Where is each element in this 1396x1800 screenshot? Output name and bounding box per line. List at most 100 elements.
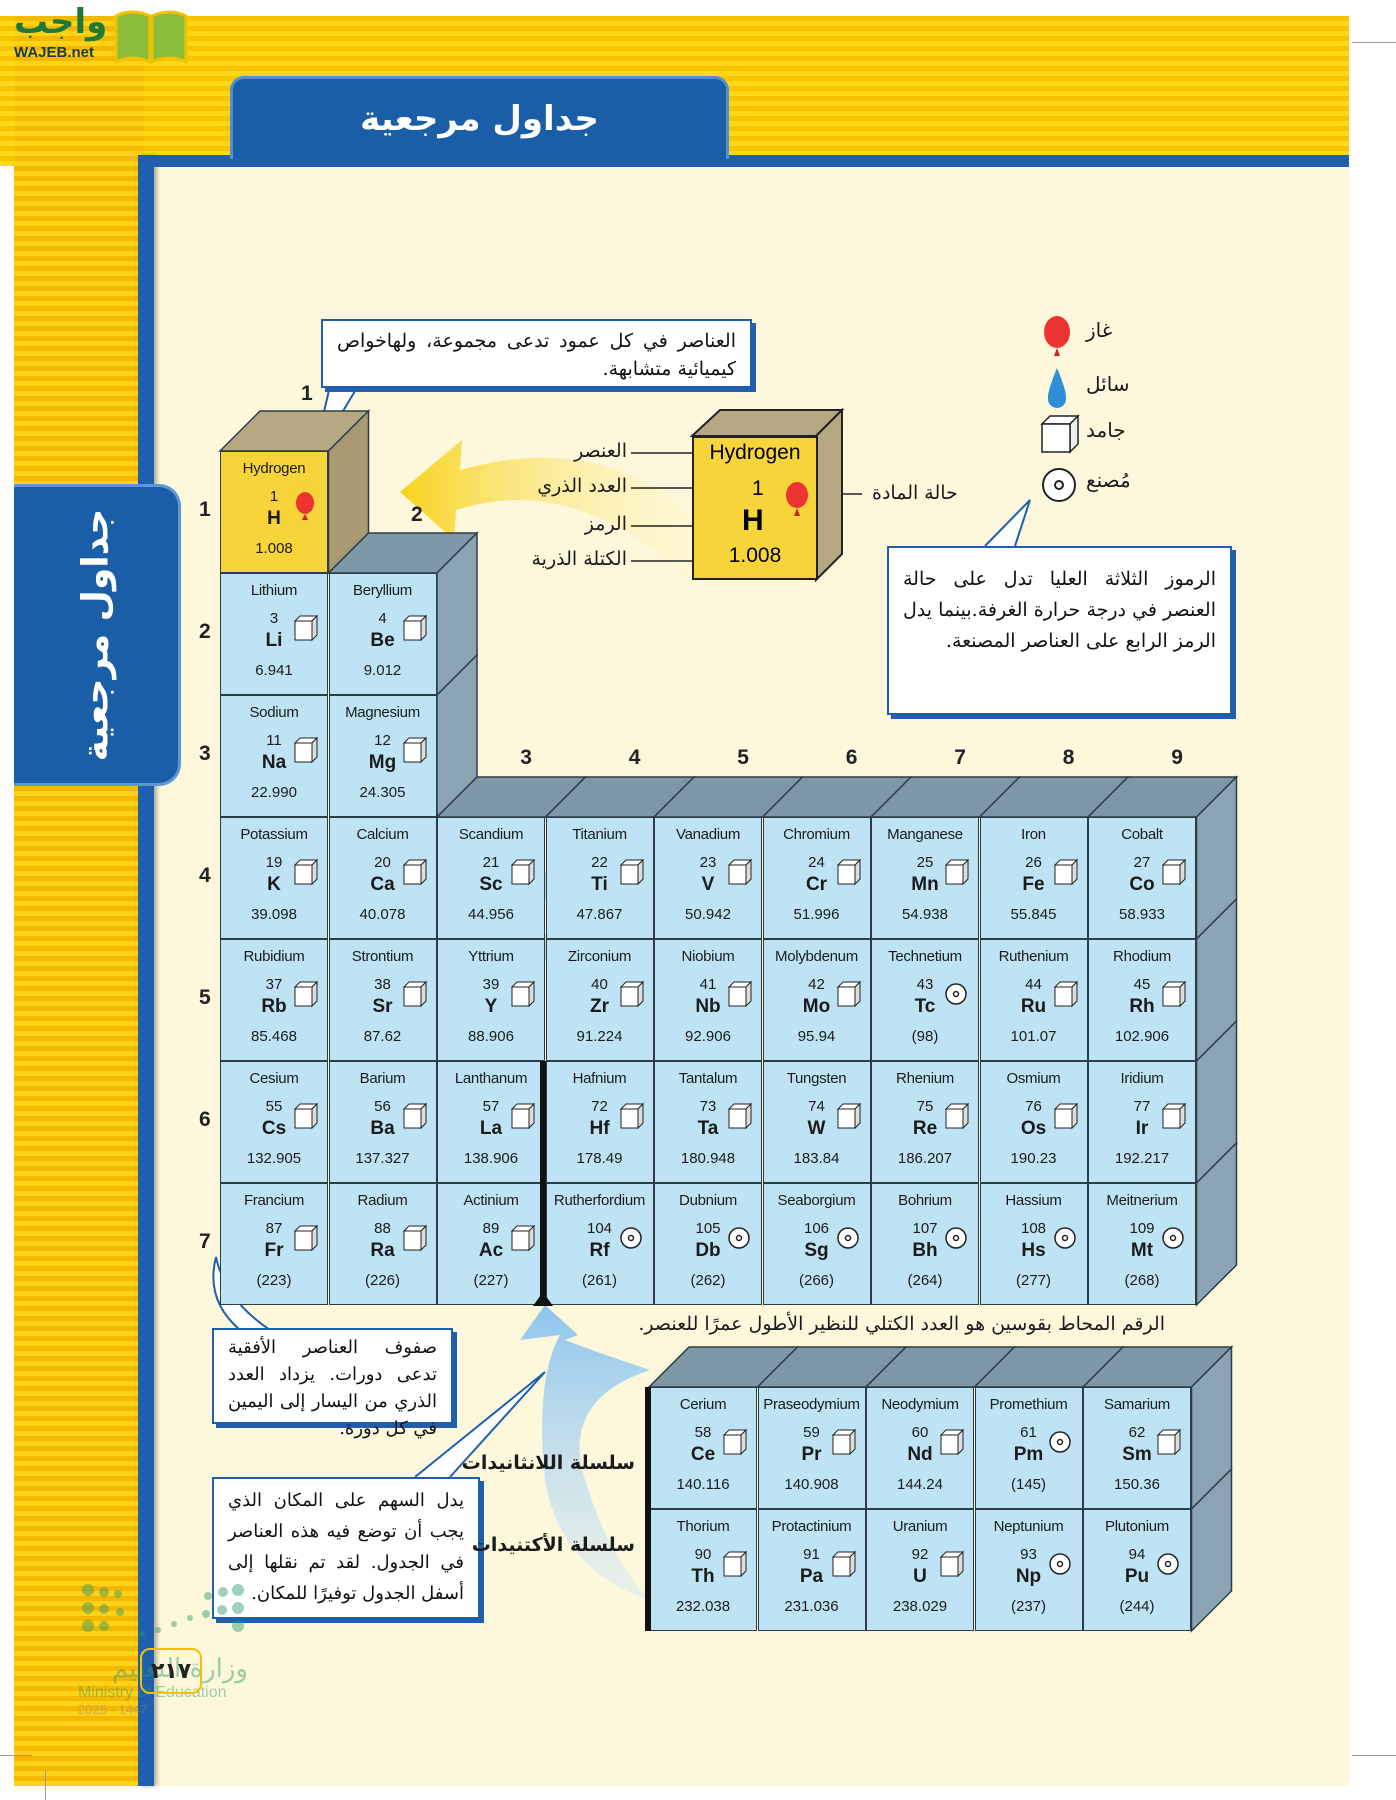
element-symbol: Fr bbox=[264, 1240, 284, 1261]
period-number: 6 bbox=[199, 1108, 211, 1131]
element-cell-k[interactable]: Potassium 19 K 39.098 bbox=[220, 817, 328, 939]
synthetic-circle-icon bbox=[728, 1227, 750, 1249]
element-cell-w[interactable]: Tungsten 74 W 183.84 bbox=[762, 1061, 871, 1183]
state-icon bbox=[939, 1428, 965, 1456]
state-icon bbox=[510, 858, 536, 886]
element-name: Magnesium bbox=[345, 704, 420, 721]
element-symbol: Cr bbox=[805, 874, 828, 895]
solid-cube-icon bbox=[619, 980, 644, 1008]
element-cell-bh[interactable]: Bohrium 107 Bh (264) bbox=[871, 1183, 979, 1305]
group-number: 1 bbox=[301, 382, 313, 405]
legend-label-solid: جامد bbox=[1086, 418, 1126, 442]
element-cell-mo[interactable]: Molybdenum 42 Mo 95.94 bbox=[762, 939, 871, 1061]
element-cell-u[interactable]: Uranium 92 U 238.029 bbox=[866, 1509, 974, 1631]
element-cell-sc[interactable]: Scandium 21 Sc 44.956 bbox=[437, 817, 545, 939]
atomic-number: 105 bbox=[695, 1220, 721, 1237]
atomic-mass: 132.905 bbox=[246, 1150, 302, 1167]
element-cell-sg[interactable]: Seaborgium 106 Sg (266) bbox=[762, 1183, 871, 1305]
element-cell-rb[interactable]: Rubidium 37 Rb 85.468 bbox=[220, 939, 328, 1061]
element-symbol: Mt bbox=[1130, 1240, 1154, 1261]
element-symbol: Th bbox=[691, 1566, 715, 1587]
atomic-number: 90 bbox=[694, 1546, 712, 1563]
element-cell-re[interactable]: Rhenium 75 Re 186.207 bbox=[871, 1061, 979, 1183]
solid-cube-icon bbox=[836, 1102, 861, 1130]
element-cell-co[interactable]: Cobalt 27 Co 58.933 bbox=[1088, 817, 1196, 939]
element-cell-rf[interactable]: Rutherfordium 104 Rf (261) bbox=[545, 1183, 654, 1305]
element-cell-na[interactable]: Sodium 11 Na 22.990 bbox=[220, 695, 328, 817]
state-icon bbox=[1156, 1428, 1182, 1456]
element-cell-fe[interactable]: Iron 26 Fe 55.845 bbox=[979, 817, 1088, 939]
period-number: 4 bbox=[199, 864, 211, 887]
element-cell-pu[interactable]: Plutonium 94 Pu (244) bbox=[1083, 1509, 1191, 1631]
element-cell-ba[interactable]: Barium 56 Ba 137.327 bbox=[328, 1061, 437, 1183]
element-cell-fr[interactable]: Francium 87 Fr (223) bbox=[220, 1183, 328, 1305]
state-icon bbox=[836, 1224, 862, 1252]
element-cell-os[interactable]: Osmium 76 Os 190.23 bbox=[979, 1061, 1088, 1183]
element-cell-li[interactable]: Lithium 3 Li 6.941 bbox=[220, 573, 328, 695]
side-tab[interactable]: جداول مرجعية bbox=[14, 484, 181, 786]
element-cell-zr[interactable]: Zirconium 40 Zr 91.224 bbox=[545, 939, 654, 1061]
atomic-mass: 140.116 bbox=[676, 1476, 730, 1493]
element-cell-sr[interactable]: Strontium 38 Sr 87.62 bbox=[328, 939, 437, 1061]
element-cell-mt[interactable]: Meitnerium 109 Mt (268) bbox=[1088, 1183, 1196, 1305]
element-cell-pm[interactable]: Promethium 61 Pm (145) bbox=[974, 1387, 1083, 1509]
element-symbol: V bbox=[701, 874, 715, 895]
element-name: Vanadium bbox=[675, 826, 741, 843]
element-cell-np[interactable]: Neptunium 93 Np (237) bbox=[974, 1509, 1083, 1631]
atomic-mass: (277) bbox=[1015, 1272, 1052, 1289]
element-cell-cr[interactable]: Chromium 24 Cr 51.996 bbox=[762, 817, 871, 939]
element-cell-ti[interactable]: Titanium 22 Ti 47.867 bbox=[545, 817, 654, 939]
element-name: Rhodium bbox=[1113, 948, 1171, 965]
element-cell-la[interactable]: Lanthanum 57 La 138.906 bbox=[437, 1061, 545, 1183]
atomic-number: 75 bbox=[916, 1098, 934, 1115]
element-cell-ir[interactable]: Iridium 77 Ir 192.217 bbox=[1088, 1061, 1196, 1183]
solid-cube-icon bbox=[836, 980, 861, 1008]
element-cell-rh[interactable]: Rhodium 45 Rh 102.906 bbox=[1088, 939, 1196, 1061]
ministry-logo: وزارة التعليم Ministry of Education 2025… bbox=[78, 1580, 248, 1717]
element-cell-y[interactable]: Yttrium 39 Y 88.906 bbox=[437, 939, 545, 1061]
element-cell-h[interactable]: Hydrogen 1 H 1.008 bbox=[220, 451, 328, 573]
element-cell-nb[interactable]: Niobium 41 Nb 92.906 bbox=[654, 939, 762, 1061]
element-symbol: K bbox=[267, 874, 281, 895]
element-cell-nd[interactable]: Neodymium 60 Nd 144.24 bbox=[866, 1387, 974, 1509]
element-cell-mn[interactable]: Manganese 25 Mn 54.938 bbox=[871, 817, 979, 939]
element-cell-ca[interactable]: Calcium 20 Ca 40.078 bbox=[328, 817, 437, 939]
element-cell-cs[interactable]: Cesium 55 Cs 132.905 bbox=[220, 1061, 328, 1183]
atomic-mass: 178.49 bbox=[576, 1150, 623, 1167]
element-cell-sm[interactable]: Samarium 62 Sm 150.36 bbox=[1083, 1387, 1191, 1509]
group-number: 9 bbox=[1171, 746, 1183, 769]
gas-balloon-icon bbox=[786, 482, 808, 516]
solid-cube-icon bbox=[1161, 1102, 1187, 1130]
state-icon bbox=[619, 858, 645, 886]
element-cell-tc[interactable]: Technetium 43 Tc (98) bbox=[871, 939, 979, 1061]
element-symbol: Pu bbox=[1124, 1566, 1150, 1587]
element-cell-ru[interactable]: Ruthenium 44 Ru 101.07 bbox=[979, 939, 1088, 1061]
element-name: Tungsten bbox=[786, 1070, 847, 1087]
gas-balloon-icon bbox=[1044, 316, 1070, 356]
element-cell-mg[interactable]: Magnesium 12 Mg 24.305 bbox=[328, 695, 437, 817]
state-icon bbox=[1161, 858, 1187, 886]
atomic-number: 72 bbox=[591, 1098, 608, 1115]
atomic-mass: 51.996 bbox=[793, 906, 840, 923]
wajeb-logo[interactable]: واجب WAJEB.net bbox=[10, 2, 190, 66]
element-cell-be[interactable]: Beryllium 4 Be 9.012 bbox=[328, 573, 437, 695]
element-cell-ac[interactable]: Actinium 89 Ac (227) bbox=[437, 1183, 545, 1305]
atomic-number: 38 bbox=[374, 976, 391, 993]
element-name: Molybdenum bbox=[775, 948, 858, 965]
state-icon bbox=[1161, 1224, 1187, 1252]
element-cell-ra[interactable]: Radium 88 Ra (226) bbox=[328, 1183, 437, 1305]
element-cell-hs[interactable]: Hassium 108 Hs (277) bbox=[979, 1183, 1088, 1305]
element-cell-db[interactable]: Dubnium 105 Db (262) bbox=[654, 1183, 762, 1305]
element-cell-pr[interactable]: Praseodymium 59 Pr 140.908 bbox=[757, 1387, 866, 1509]
solid-cube-icon bbox=[293, 614, 319, 642]
element-cell-hf[interactable]: Hafnium 72 Hf 178.49 bbox=[545, 1061, 654, 1183]
element-cell-ta[interactable]: Tantalum 73 Ta 180.948 bbox=[654, 1061, 762, 1183]
element-name: Barium bbox=[359, 1070, 406, 1087]
element-cell-ce[interactable]: Cerium 58 Ce 140.116 bbox=[649, 1387, 757, 1509]
atomic-number: 1 bbox=[269, 488, 279, 505]
element-cell-v[interactable]: Vanadium 23 V 50.942 bbox=[654, 817, 762, 939]
state-icon bbox=[293, 1224, 319, 1252]
element-cell-pa[interactable]: Protactinium 91 Pa 231.036 bbox=[757, 1509, 866, 1631]
element-symbol: Ba bbox=[370, 1118, 395, 1139]
element-cell-th[interactable]: Thorium 90 Th 232.038 bbox=[649, 1509, 757, 1631]
